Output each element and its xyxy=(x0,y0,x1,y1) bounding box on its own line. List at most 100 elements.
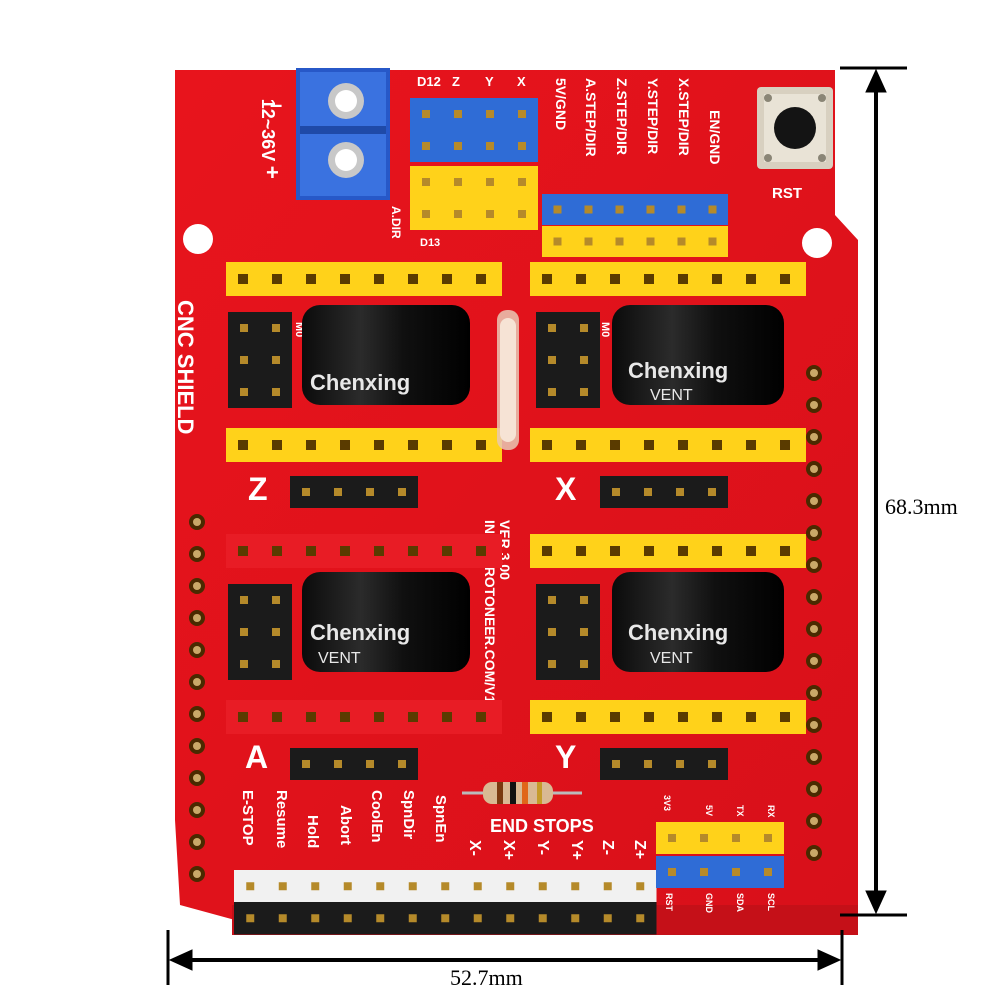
axis-label-x: X xyxy=(555,471,577,507)
right-arduino-pin-tip xyxy=(810,561,818,569)
z-driver-socket-bottom xyxy=(226,428,502,462)
top-yellow-header-pin xyxy=(422,178,430,186)
z-motor-header-pin xyxy=(398,488,406,496)
y-microstep-jumper-pin xyxy=(580,660,588,668)
control-endstop-black-header-pin xyxy=(473,914,482,923)
height-dimension-label: 68.3mm xyxy=(885,494,958,519)
z-driver-socket-bottom-hole xyxy=(306,440,316,450)
left-arduino-pin-tip xyxy=(193,646,201,654)
y-driver-socket-bottom-hole xyxy=(746,712,756,722)
capacitor: Chenxing xyxy=(302,305,470,405)
y-driver-socket-bottom xyxy=(530,700,806,734)
label-en-gnd: EN/GND xyxy=(707,110,723,164)
capacitor-sub: VENT xyxy=(650,650,693,667)
a-driver-socket-bottom xyxy=(226,700,502,734)
top-yellow-header-pin xyxy=(454,178,462,186)
x-driver-socket-bottom-hole xyxy=(746,440,756,450)
endstop-x-plus: X+ xyxy=(500,840,517,860)
enable-blue-header-pin xyxy=(615,205,624,214)
x-driver-socket-top-hole xyxy=(542,274,552,284)
top-yellow-header-pin xyxy=(454,210,462,218)
y-driver-socket-top-hole xyxy=(542,546,552,556)
z-motor-header-pin xyxy=(302,488,310,496)
enable-yellow-header-pin xyxy=(646,237,655,246)
control-endstop-black-header-pin xyxy=(408,914,417,923)
label-coolen: CoolEn xyxy=(368,790,385,843)
i2c-blue-header-pin xyxy=(732,868,740,876)
left-arduino-pin-tip xyxy=(193,838,201,846)
power-terminal-block xyxy=(296,68,390,200)
i2c-top-labels: 3V3 5V TX RX xyxy=(662,795,776,818)
endstop-z-minus: Z- xyxy=(599,840,616,855)
power-minus-label: – xyxy=(270,92,282,117)
x-motor-header-pin xyxy=(676,488,684,496)
a-driver-socket-top-hole xyxy=(272,546,282,556)
y-motor-header-pin xyxy=(612,760,620,768)
control-endstop-black-header-pin xyxy=(506,914,515,923)
z-driver-socket-bottom-hole xyxy=(476,440,486,450)
axis-label-z: Z xyxy=(248,471,268,507)
a-motor-header-pin xyxy=(334,760,342,768)
i2c-bottom-labels: RST GND SDA SCL xyxy=(664,893,776,914)
y-motor-header-pin xyxy=(676,760,684,768)
left-arduino-pin-tip xyxy=(193,710,201,718)
capacitor-brand: Chenxing xyxy=(310,370,410,395)
top-header-labels: D12 Z Y X xyxy=(417,74,526,89)
z-driver-socket-top xyxy=(226,262,502,296)
serial-yellow-header-pin xyxy=(700,834,708,842)
y-microstep-jumper xyxy=(536,584,600,680)
z-motor-header-pin xyxy=(334,488,342,496)
a-driver-socket-top-hole xyxy=(374,546,384,556)
header-col-y: Y xyxy=(485,74,494,89)
i2c-scl: SCL xyxy=(766,893,776,912)
label-d13: D13 xyxy=(420,237,440,249)
x-motor-header-pin xyxy=(708,488,716,496)
endstops-title: END STOPS xyxy=(490,816,594,836)
y-microstep-jumper-pin xyxy=(580,596,588,604)
a-microstep-jumper xyxy=(228,584,292,680)
control-endstop-white-header-pin xyxy=(571,882,580,891)
endstop-x-minus: X- xyxy=(466,840,483,856)
control-endstop-white-header-pin xyxy=(441,882,450,891)
z-microstep-jumper-pin xyxy=(272,356,280,364)
a-driver-socket-top xyxy=(226,534,502,568)
enable-yellow-header-pin xyxy=(553,237,562,246)
capacitor: Chenxing VENT xyxy=(612,572,784,672)
top-yellow-header-pin xyxy=(486,210,494,218)
x-motor-header-pin xyxy=(644,488,652,496)
z-driver-socket-bottom-hole xyxy=(408,440,418,450)
left-arduino-pin-tip xyxy=(193,582,201,590)
capacitor: Chenxing VENT xyxy=(612,305,784,405)
a-microstep-jumper-pin xyxy=(240,596,248,604)
top-blue-header-pin xyxy=(422,110,430,118)
label-hold: Hold xyxy=(304,815,321,848)
right-arduino-pin-tip xyxy=(810,753,818,761)
enable-yellow-header-pin xyxy=(677,237,686,246)
z-microstep-jumper-pin xyxy=(240,356,248,364)
top-blue-header-pin xyxy=(486,142,494,150)
right-arduino-pin-tip xyxy=(810,369,818,377)
a-microstep-jumper-pin xyxy=(272,660,280,668)
left-arduino-pin-tip xyxy=(193,518,201,526)
a-driver-socket-top-hole xyxy=(306,546,316,556)
i2c-gnd: GND xyxy=(704,893,714,914)
z-motor-header-pin xyxy=(366,488,374,496)
top-blue-header-pin xyxy=(486,110,494,118)
capacitor: Chenxing VENT xyxy=(302,572,470,672)
label-spndir: SpnDir xyxy=(400,790,417,839)
enable-blue-header-pin xyxy=(553,205,562,214)
right-arduino-pin-tip xyxy=(810,657,818,665)
y-driver-socket-top-hole xyxy=(610,546,620,556)
label-abort: Abort xyxy=(337,805,354,845)
enable-yellow-header xyxy=(542,226,728,257)
enable-blue-header-pin xyxy=(646,205,655,214)
a-driver-socket-bottom-hole xyxy=(272,712,282,722)
y-driver-socket-bottom-hole xyxy=(780,712,790,722)
label-z-step-dir: Z.STEP/DIR xyxy=(614,78,630,155)
i2c-3v3: 3V3 xyxy=(662,795,672,811)
a-driver-socket-top-hole xyxy=(408,546,418,556)
x-driver-socket-top-hole xyxy=(644,274,654,284)
endstop-y-minus: Y- xyxy=(534,840,551,855)
top-blue-header-pin xyxy=(422,142,430,150)
y-motor-header-pin xyxy=(708,760,716,768)
